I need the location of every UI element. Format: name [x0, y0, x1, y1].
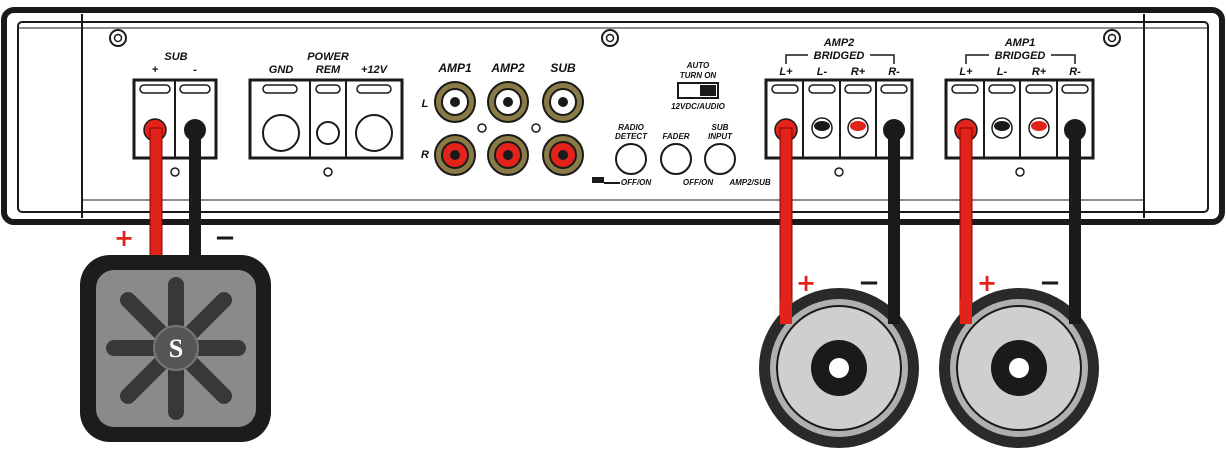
off-on-label-2: OFF/ON — [683, 178, 713, 187]
power-terminal: POWER GND REM +12V — [248, 51, 404, 177]
amp2-rp-label: R+ — [851, 66, 866, 78]
rca-amp2-label: AMP2 — [490, 61, 525, 75]
gnd-label: GND — [269, 64, 294, 76]
rem-screw — [316, 121, 340, 145]
sub-input-knob — [704, 143, 736, 175]
amplifier-body — [1, 7, 1225, 225]
fader-knob — [660, 143, 692, 175]
sub-input-label2: INPUT — [708, 132, 733, 141]
fader-label: FADER — [662, 132, 689, 141]
sub-plus-label: + — [152, 64, 159, 76]
rca-sub-label: SUB — [550, 61, 576, 75]
amp2-bridged-label: BRIDGED — [814, 50, 865, 62]
polarity-signs: + − + − + − — [114, 223, 1061, 298]
detect-label: DETECT — [615, 132, 648, 141]
amp1-negative-wire — [1069, 128, 1081, 324]
rem-label: REM — [316, 64, 341, 76]
12v-label: +12V — [361, 64, 389, 76]
amp1-lp-label: L+ — [959, 66, 973, 78]
control-knobs: RADIO DETECT FADER SUB INPUT OFF/ON OFF/… — [592, 123, 771, 187]
sub-terminal-title: SUB — [164, 51, 187, 63]
rca-jack-amp1-right — [434, 134, 476, 176]
rca-jack-amp1-left — [434, 81, 476, 123]
amp2-title: AMP2 — [823, 37, 855, 49]
rca-amp1-label: AMP1 — [437, 61, 472, 75]
amp2-negative-wire — [888, 128, 900, 324]
amp1-minus-sign: − — [1039, 268, 1061, 298]
gnd-screw — [262, 114, 300, 152]
screw-left — [109, 29, 127, 47]
amp2-positive-wire — [779, 127, 793, 325]
amp2-minus-sign: − — [858, 268, 880, 298]
off-on-label-1: OFF/ON — [621, 178, 651, 187]
amp1-plus-sign: + — [977, 269, 997, 297]
amp1-title: AMP1 — [1004, 37, 1036, 49]
amp1-rp-label: R+ — [1032, 66, 1047, 78]
rca-right-label: R — [421, 149, 429, 161]
sub-minus-sign: − — [214, 223, 236, 253]
screw-center — [601, 29, 619, 47]
sub-input-label1: SUB — [712, 123, 729, 132]
subwoofer-logo — [153, 325, 199, 371]
rca-left-label: L — [422, 98, 429, 110]
rca-jack-amp2-left — [487, 81, 529, 123]
amp-sub-label: AMP2/SUB — [728, 178, 771, 187]
screw-right — [1103, 29, 1121, 47]
sub-minus-label: - — [193, 64, 197, 76]
turn-on-label: TURN ON — [680, 71, 717, 80]
amp1-speaker — [939, 288, 1099, 448]
sub-plus-sign: + — [114, 224, 134, 252]
amp1-rm-label: R- — [1069, 66, 1081, 78]
rca-inputs: AMP1 AMP2 SUB L R — [421, 61, 584, 176]
amp2-speaker — [759, 288, 919, 448]
amp2-lp-label: L+ — [779, 66, 793, 78]
subwoofer: S — [80, 255, 271, 442]
rca-jack-sub-left — [542, 81, 584, 123]
amp1-positive-wire — [959, 127, 973, 325]
wires — [149, 127, 1081, 325]
amp2-rm-label: R- — [888, 66, 900, 78]
power-title: POWER — [307, 51, 349, 63]
auto-turn-on-switch: AUTO TURN ON 12VDC/AUDIO — [671, 61, 726, 111]
sub-negative-wire — [189, 128, 201, 258]
amp2-lm-label: L- — [817, 66, 828, 78]
rca-jack-sub-right — [542, 134, 584, 176]
amp2-plus-sign: + — [796, 269, 816, 297]
radio-detect-knob — [615, 143, 647, 175]
sub-positive-wire — [149, 127, 163, 259]
subwoofer-logo-letter: S — [169, 334, 183, 363]
amp2-terminal: AMP2 BRIDGED L+ L- R+ R- — [764, 37, 914, 177]
auto-label: AUTO — [686, 61, 710, 70]
amp1-lm-label: L- — [997, 66, 1008, 78]
12v-screw — [355, 114, 393, 152]
auto-option-label: 12VDC/AUDIO — [671, 102, 726, 111]
rca-jack-amp2-right — [487, 134, 529, 176]
amp1-bridged-label: BRIDGED — [995, 50, 1046, 62]
radio-label: RADIO — [618, 123, 645, 132]
